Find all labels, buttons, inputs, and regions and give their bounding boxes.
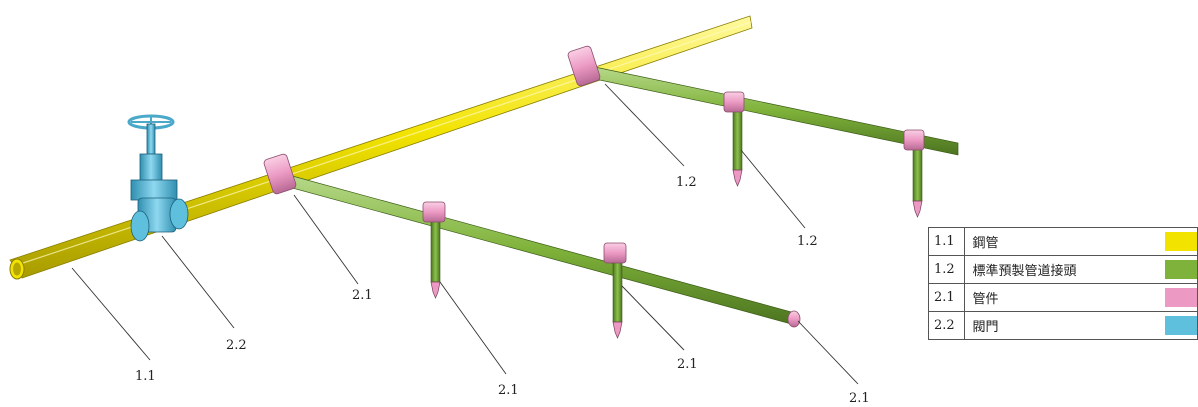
callout-label-2-2: 2.2 [226, 338, 247, 353]
legend-swatch-cell [1157, 255, 1198, 284]
gate-valve [127, 114, 189, 242]
callout-label-1-2: 1.2 [797, 234, 818, 249]
callout-label-2-1: 2.1 [352, 288, 373, 303]
callout-label-2-1: 2.1 [677, 357, 698, 372]
legend-name: 管件 [963, 283, 1158, 312]
legend-table: 1.1 鋼管 1.2 標準預製管道接頭 2.1 管件 2.2 閥門 [928, 227, 1198, 340]
legend-swatch [1165, 232, 1197, 251]
legend-swatch [1165, 316, 1197, 335]
legend-name: 標準預製管道接頭 [963, 255, 1158, 284]
legend-code: 2.2 [928, 311, 965, 340]
callout-label-2-1: 2.1 [498, 383, 519, 398]
legend-name: 閥門 [963, 311, 1158, 340]
fittings [263, 45, 925, 328]
leader-lines [71, 83, 859, 385]
legend-code: 1.2 [928, 255, 965, 284]
legend-row: 1.2 標準預製管道接頭 [928, 255, 1198, 284]
sprinkler-heads [430, 169, 923, 339]
legend-row: 2.2 閥門 [928, 311, 1198, 340]
legend-swatch [1165, 288, 1197, 307]
legend-code: 2.1 [928, 283, 965, 312]
legend-name: 鋼管 [963, 227, 1158, 256]
legend-row: 2.1 管件 [928, 283, 1198, 312]
main-steel-pipe [9, 15, 753, 280]
legend-swatch [1165, 260, 1197, 279]
branch-pipe-upper [589, 65, 959, 156]
callout-label-1-1: 1.1 [135, 369, 156, 384]
legend-swatch-cell [1157, 227, 1198, 256]
legend-swatch-cell [1157, 283, 1198, 312]
callout-label-1-2: 1.2 [676, 175, 697, 190]
legend-swatch-cell [1157, 311, 1198, 340]
callout-label-2-1: 2.1 [849, 391, 870, 403]
legend-code: 1.1 [928, 227, 965, 256]
legend-row: 1.1 鋼管 [928, 227, 1198, 256]
